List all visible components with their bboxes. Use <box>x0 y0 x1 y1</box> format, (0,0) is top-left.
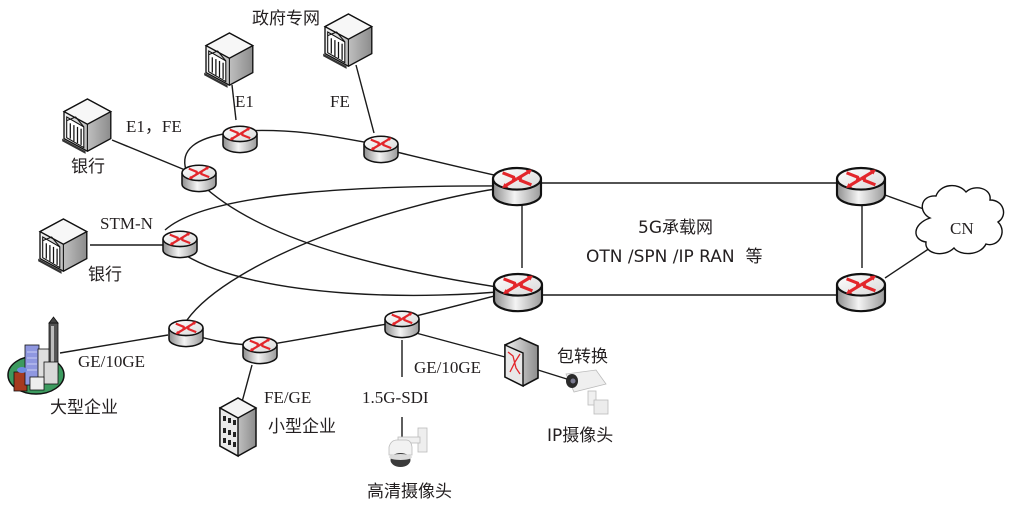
link-stm-core2 <box>184 254 518 297</box>
cloud-label: CN <box>950 219 974 238</box>
link-switch-ipcam <box>537 369 571 381</box>
router-camera[interactable] <box>385 311 419 337</box>
link-core4-cn <box>884 247 931 279</box>
label-gov-network: 政府专网 <box>252 9 320 29</box>
label-core-subtitle: OTN /SPN /IP RAN 等 <box>586 247 762 267</box>
link-stm-core1 <box>164 185 518 231</box>
router-small-ent[interactable] <box>243 337 277 363</box>
link-r1-core2 <box>199 182 518 291</box>
label-ip-cam: IP摄像头 <box>547 426 613 446</box>
label-bank1: 银行 <box>71 157 105 177</box>
link-gov2-r3 <box>355 64 375 134</box>
packet-switch-icon[interactable] <box>504 337 539 388</box>
large-enterprise-icon <box>7 316 65 395</box>
router-gov-e1[interactable] <box>223 126 257 152</box>
ip-camera-icon <box>565 369 609 415</box>
link-small-r6 <box>241 364 253 403</box>
label-gov-link-e1: E1 <box>235 92 254 111</box>
label-large-ent: 大型企业 <box>50 398 118 418</box>
bank-building-icon <box>61 98 112 155</box>
label-bank1-link: E1，FE <box>126 117 182 136</box>
hd-camera-icon <box>388 427 428 467</box>
gov-building-icon <box>203 32 254 89</box>
label-hd-cam-link: 1.5G-SDI <box>362 388 429 407</box>
label-large-ent-link: GE/10GE <box>78 352 145 371</box>
links <box>59 64 933 440</box>
label-hd-cam: 高清摄像头 <box>367 482 452 502</box>
link-gov1-r2 <box>231 84 237 121</box>
small-enterprise-cabinet-icon <box>219 397 257 457</box>
link-r2-r3 <box>240 129 381 146</box>
router-core-2[interactable] <box>494 274 542 311</box>
router-core-3[interactable] <box>837 168 885 205</box>
router-large-ent[interactable] <box>169 320 203 346</box>
label-small-ent: 小型企业 <box>268 417 336 437</box>
label-gov-link-fe: FE <box>330 92 350 111</box>
label-packet-convert: 包转换 <box>557 347 608 367</box>
label-bank2-link: STM-N <box>100 214 153 233</box>
link-large-core1 <box>186 185 518 321</box>
gov-network-building-icon <box>322 13 373 70</box>
router-gov-fe[interactable] <box>364 136 398 162</box>
core-network-cloud[interactable]: CN <box>915 185 1005 255</box>
router-core-4[interactable] <box>837 274 885 311</box>
router-bank-access[interactable] <box>182 165 216 191</box>
link-bank1-r1 <box>111 139 191 173</box>
router-core-1[interactable] <box>493 168 541 205</box>
link-r1-r2 <box>184 132 231 171</box>
label-small-ent-link: FE/GE <box>264 388 311 407</box>
bank2-building-icon <box>37 218 88 275</box>
label-ip-cam-link: GE/10GE <box>414 358 481 377</box>
link-r6-r7 <box>259 321 401 347</box>
link-large-r5 <box>59 334 169 354</box>
link-r7-switch <box>415 332 506 358</box>
label-bank2: 银行 <box>88 265 122 285</box>
router-stm-n[interactable] <box>163 231 197 257</box>
label-core-title: 5G承载网 <box>638 218 713 238</box>
